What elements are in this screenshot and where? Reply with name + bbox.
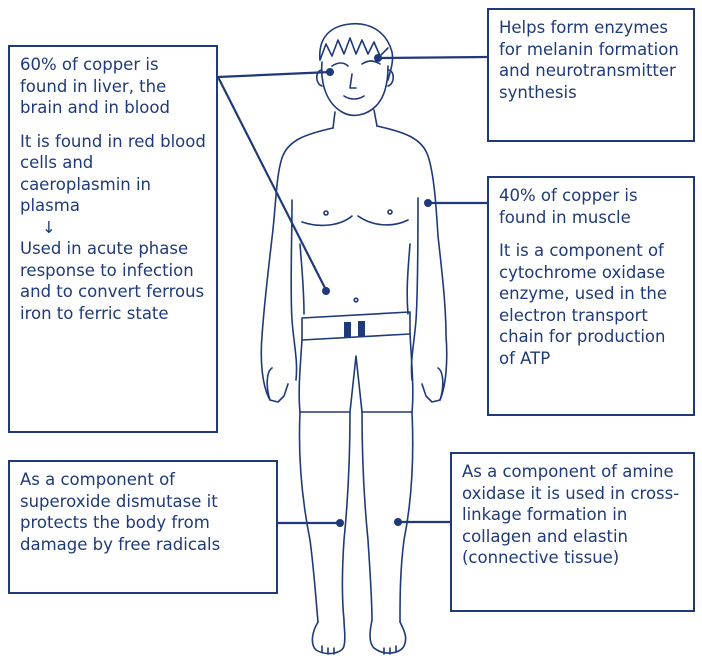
callout-liver-text-2: It is found in red blood cells and caero… — [20, 131, 206, 217]
down-arrow-icon: ↓ — [20, 217, 206, 239]
dot-sod — [336, 519, 344, 527]
callout-muscle-text-2: It is a component of cytochrome oxidase … — [499, 240, 683, 369]
leader-line-liver — [218, 77, 326, 290]
dot-eye — [374, 54, 382, 62]
callout-superoxide-dismutase: As a component of superoxide dismutase i… — [8, 460, 278, 594]
dot-liver — [322, 287, 330, 295]
callout-liver-text-1: 60% of copper is found in liver, the bra… — [20, 54, 206, 119]
waistband-stripe — [358, 321, 365, 337]
callout-amine-text: As a component of amine oxidase it is us… — [462, 461, 683, 569]
dot-brain — [326, 68, 334, 76]
callout-enzymes: Helps form enzymes for melanin formation… — [487, 8, 695, 142]
callout-muscle-text-1: 40% of copper is found in muscle — [499, 185, 683, 228]
callout-liver-blood: 60% of copper is found in liver, the bra… — [8, 45, 218, 433]
callout-sod-text: As a component of superoxide dismutase i… — [20, 469, 266, 555]
callout-enzymes-text: Helps form enzymes for melanin formation… — [499, 17, 683, 103]
waistband-stripe — [344, 322, 351, 338]
callout-liver-text-3: Used in acute phase response to infectio… — [20, 238, 206, 324]
callout-muscle: 40% of copper is found in muscle It is a… — [487, 176, 695, 416]
leader-line-enzymes — [378, 57, 487, 58]
callout-amine-oxidase: As a component of amine oxidase it is us… — [450, 452, 695, 612]
leader-lines — [218, 57, 487, 523]
dot-muscle — [424, 199, 432, 207]
dot-amine — [394, 518, 402, 526]
leader-line-brain — [218, 72, 330, 77]
